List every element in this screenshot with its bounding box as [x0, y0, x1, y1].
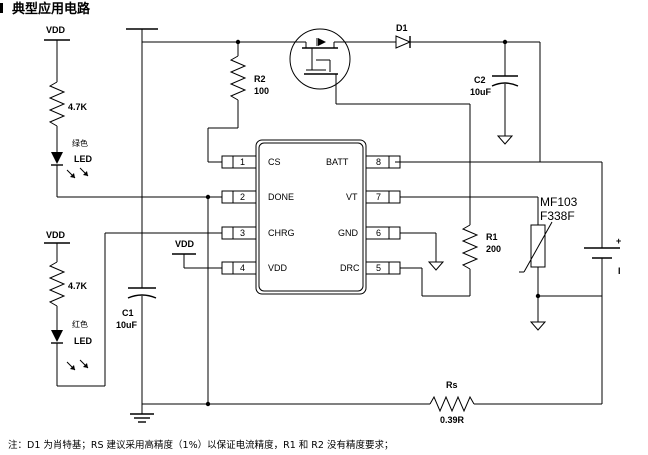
gnd-pin-ground	[400, 232, 445, 271]
pmos-transistor	[289, 28, 380, 104]
pin-5-number: 5	[376, 263, 381, 273]
pin-4-number: 4	[240, 263, 245, 273]
ic-left-pins	[221, 155, 257, 275]
footnote: 注：D1 为肖特基；RS 建议采用高精度（1%）以保证电流精度，R1 和 R2 …	[8, 439, 393, 451]
pin-7-number: 7	[376, 192, 381, 202]
battery-plus: +	[616, 236, 621, 246]
title-marker	[0, 3, 3, 13]
d1-label: D1	[396, 23, 408, 33]
led-top-color: 绿色	[72, 138, 88, 148]
resistor-r1	[400, 224, 479, 297]
battery-minus: I	[618, 266, 621, 276]
r1-name: R1	[486, 232, 498, 242]
c2-value: 10uF	[470, 87, 492, 97]
thermistor	[400, 196, 602, 331]
pin-done-label: DONE	[268, 192, 294, 202]
r-led-top-value: 4.7K	[68, 102, 88, 112]
rs-value: 0.39R	[440, 415, 465, 425]
thermistor-line1: MF103	[540, 195, 578, 209]
charger-ic	[255, 139, 367, 295]
vdd-bottom-label: VDD	[46, 230, 66, 240]
vdd-top-label: VDD	[46, 25, 66, 35]
led-bottom-color: 红色	[72, 319, 88, 329]
pin-3-number: 3	[240, 228, 245, 238]
resistor-r2	[207, 42, 247, 162]
pin-vdd-label: VDD	[268, 263, 288, 273]
c1-name: C1	[122, 308, 134, 318]
pin-8-number: 8	[376, 157, 381, 167]
pin-vt-label: VT	[346, 192, 358, 202]
red-led-branch	[44, 232, 222, 387]
capacitor-c2	[491, 42, 519, 145]
pin-drc-label: DRC	[340, 263, 360, 273]
schottky-diode-d1	[380, 35, 540, 49]
pin-2-number: 2	[240, 192, 245, 202]
capacitor-c1	[127, 287, 157, 423]
ic-right-pins	[365, 155, 401, 275]
r2-name: R2	[254, 74, 266, 84]
pin-chrg-label: CHRG	[268, 228, 295, 238]
section-title: 典型应用电路	[12, 1, 91, 17]
led-bottom-label: LED	[74, 336, 93, 346]
r-led-bottom-value: 4.7K	[68, 281, 88, 291]
pin-1-number: 1	[240, 157, 245, 167]
green-led-branch	[44, 39, 222, 198]
rs-name: Rs	[446, 380, 458, 390]
c1-value: 10uF	[116, 320, 138, 330]
thermistor-line2: F338F	[540, 209, 575, 223]
vdd-pin4-label: VDD	[175, 239, 195, 249]
pin-batt-label: BATT	[326, 157, 349, 167]
r1-value: 200	[486, 244, 501, 254]
battery	[540, 161, 620, 404]
pin-gnd-label: GND	[338, 228, 359, 238]
supply-input	[126, 28, 290, 288]
vdd-pin4-supply	[172, 253, 222, 269]
led-top-label: LED	[74, 154, 93, 164]
sense-resistor-rs	[429, 395, 602, 413]
pin-6-number: 6	[376, 228, 381, 238]
r2-value: 100	[254, 86, 269, 96]
pin-cs-label: CS	[268, 157, 281, 167]
c2-name: C2	[474, 75, 486, 85]
